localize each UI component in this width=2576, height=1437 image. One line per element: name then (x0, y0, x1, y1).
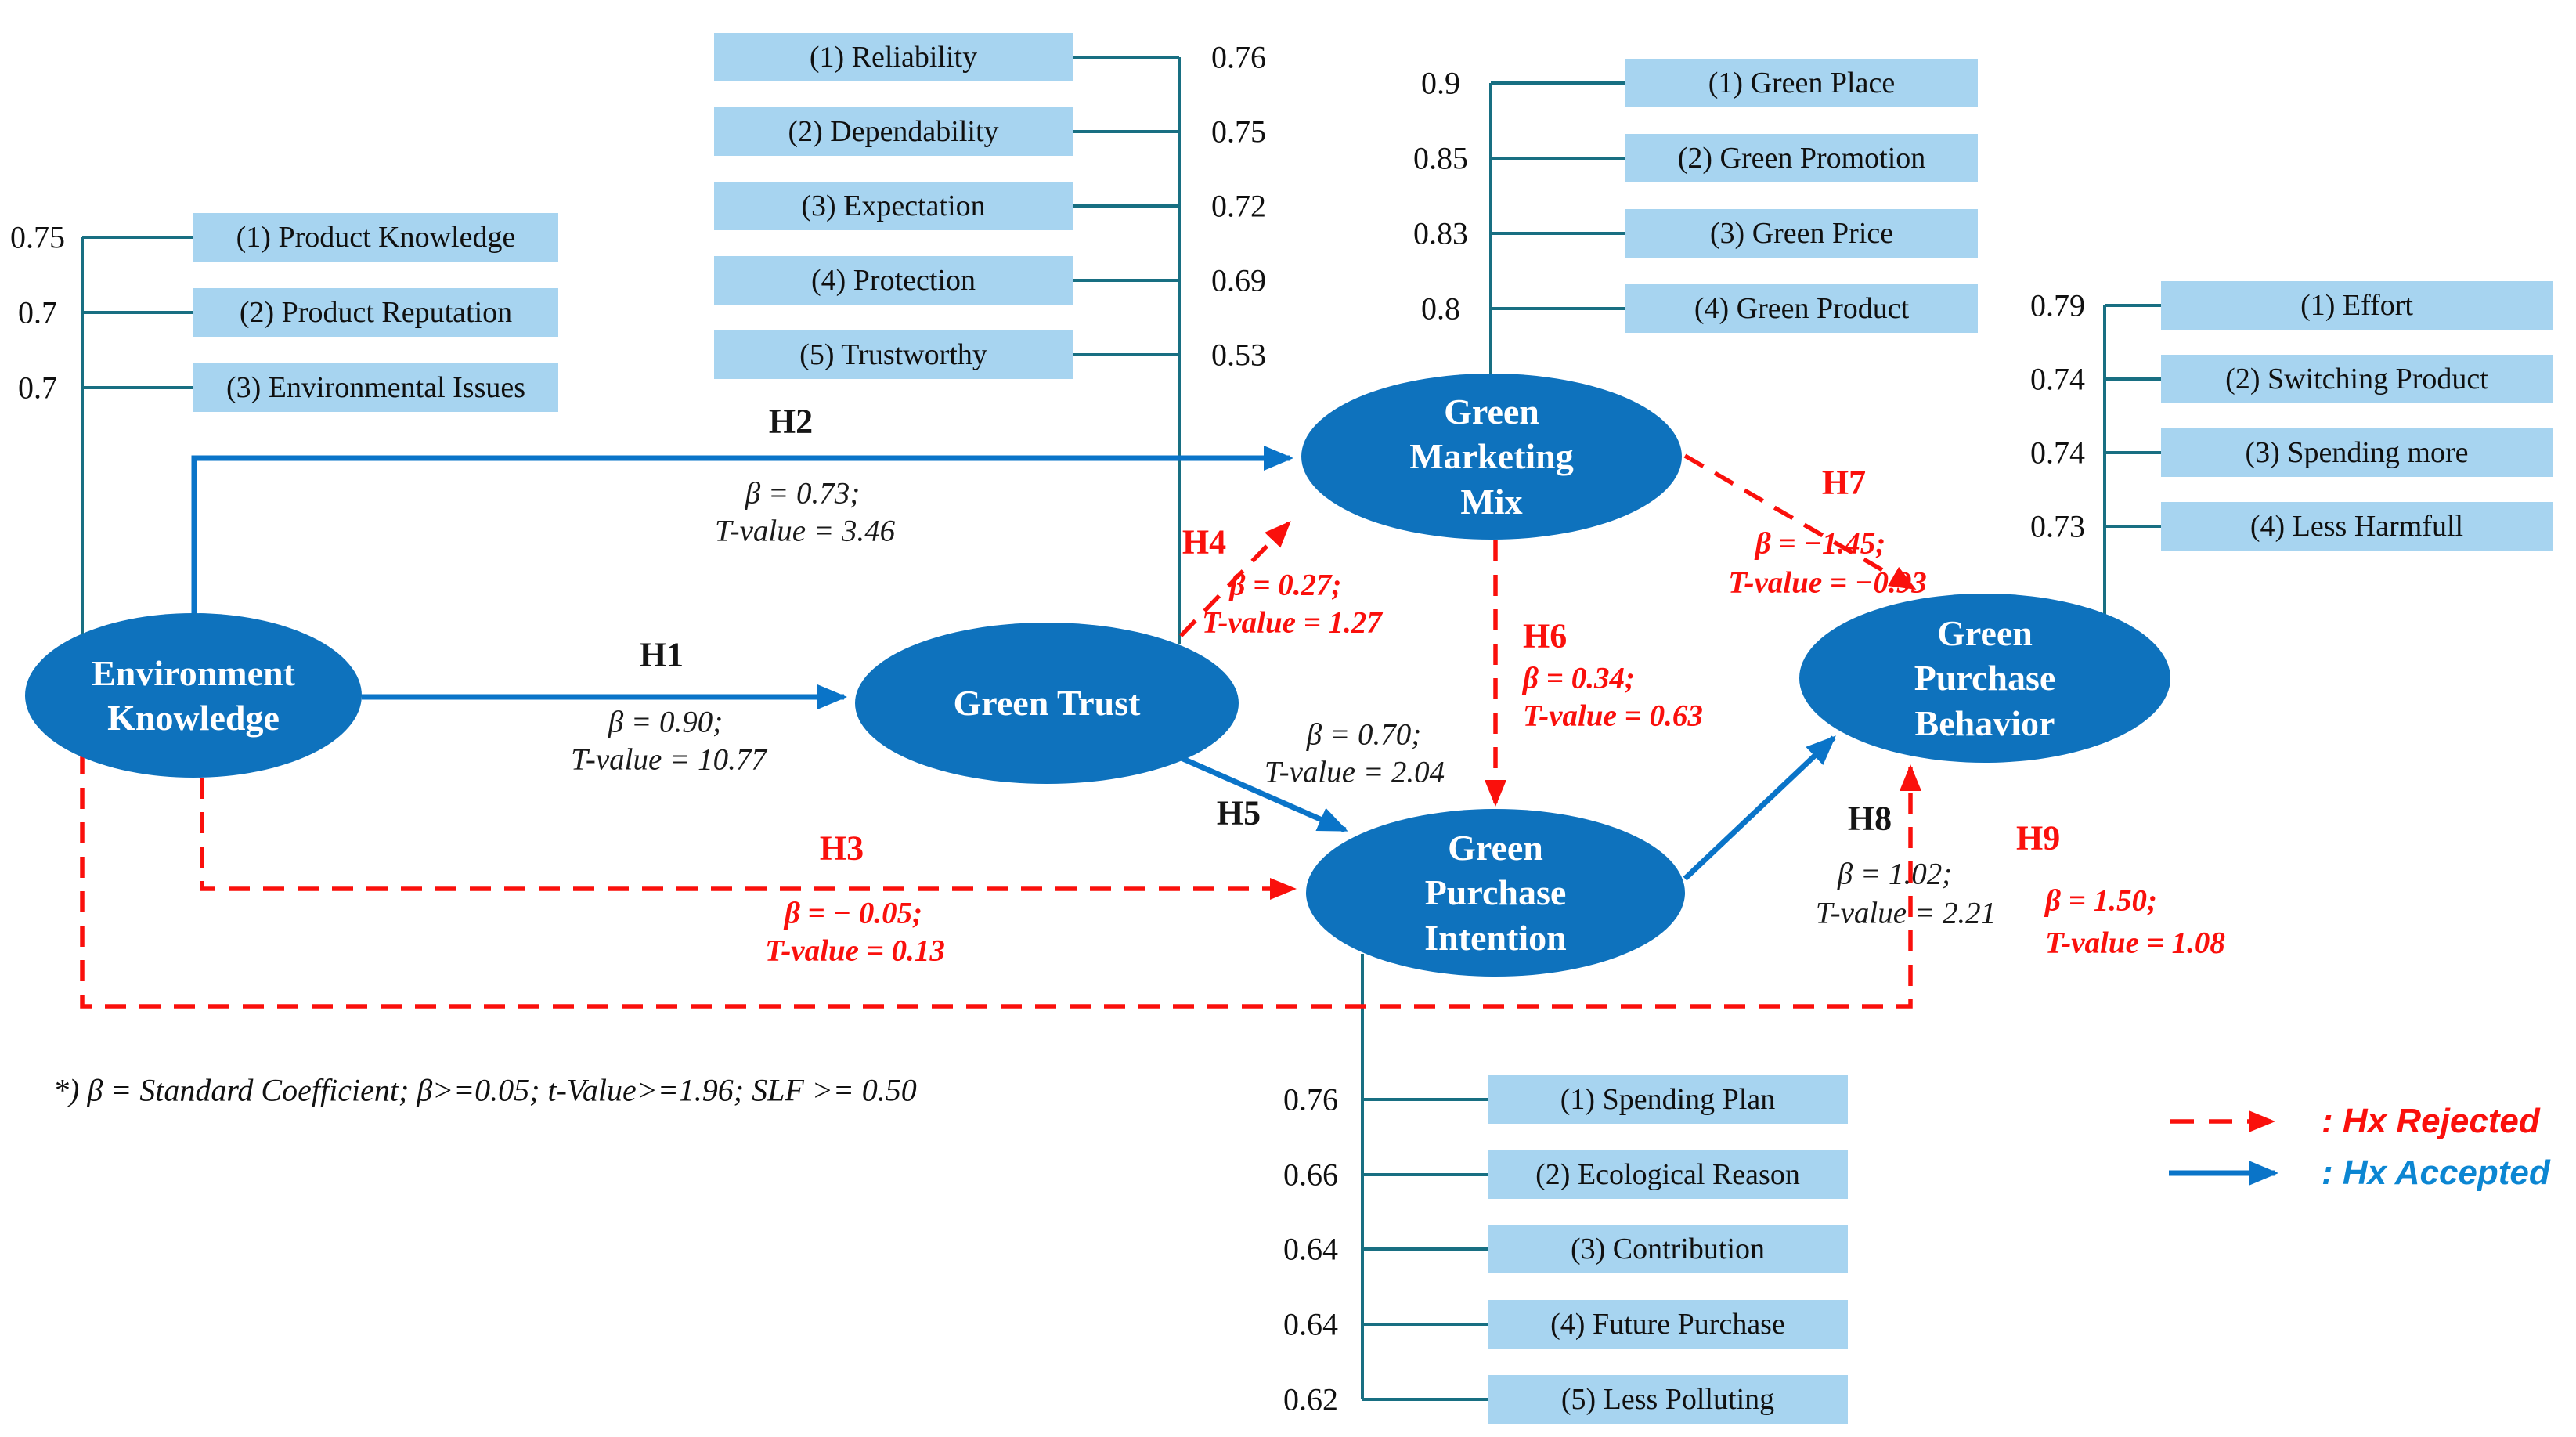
construct-green-purchase-intention: Green Purchase Intention (1306, 809, 1685, 977)
h5-label: H5 (1216, 793, 1261, 832)
h4-beta: β = 0.27; (1229, 568, 1342, 602)
loading-value: 0.9 (1421, 65, 1460, 101)
construct-green-trust: Green Trust (855, 623, 1239, 784)
construct-environment-knowledge: Environment Knowledge (25, 613, 362, 778)
h7-tvalue: T-value = −0.93 (1728, 565, 1927, 600)
indicator-box: (3) Contribution (1488, 1225, 1848, 1273)
loading-value: 0.72 (1211, 188, 1266, 224)
loading-value: 0.75 (10, 219, 65, 255)
h1-label: H1 (639, 635, 684, 674)
loading-value: 0.62 (1283, 1381, 1338, 1417)
h9-beta: β = 1.50; (2045, 883, 2157, 918)
construct-label: Green Purchase Behavior (1914, 612, 2056, 743)
loading-value: 0.7 (18, 370, 57, 406)
loading-value: 0.76 (1211, 39, 1266, 75)
indicator-box: (3) Green Price (1625, 209, 1978, 258)
legend-accepted-label: : Hx Accepted (2322, 1154, 2550, 1192)
indicator-box: (2) Green Promotion (1625, 134, 1978, 182)
indicator-box: (4) Future Purchase (1488, 1300, 1848, 1349)
indicator-box: (2) Ecological Reason (1488, 1150, 1848, 1199)
construct-green-purchase-behavior: Green Purchase Behavior (1799, 594, 2170, 763)
construct-label: Green Marketing Mix (1409, 391, 1574, 522)
construct-green-marketing-mix: Green Marketing Mix (1301, 374, 1682, 540)
indicator-box: (3) Spending more (2161, 428, 2553, 477)
construct-label: Green Purchase Intention (1424, 827, 1567, 958)
h5-tvalue: T-value = 2.04 (1264, 755, 1445, 789)
indicator-box: (4) Protection (714, 256, 1073, 305)
construct-label: Environment Knowledge (92, 652, 295, 738)
loading-value: 0.66 (1283, 1157, 1338, 1193)
loading-value: 0.83 (1413, 215, 1468, 251)
indicator-box: (1) Spending Plan (1488, 1075, 1848, 1124)
indicator-box: (1) Green Place (1625, 59, 1978, 107)
indicator-box: (4) Green Product (1625, 284, 1978, 333)
legend-rejected-label: : Hx Rejected (2322, 1102, 2540, 1140)
h8-path (1683, 735, 1836, 881)
h2-path (191, 446, 1293, 626)
h3-path (200, 778, 1297, 900)
footnote: *) β = Standard Coefficient; β>=0.05; t-… (53, 1072, 917, 1108)
gpb-indicator-bracket (2103, 304, 2161, 620)
loading-value: 0.53 (1211, 337, 1266, 373)
loading-value: 0.64 (1283, 1306, 1338, 1342)
loading-value: 0.75 (1211, 114, 1266, 150)
loading-value: 0.69 (1211, 262, 1266, 298)
indicator-box: (5) Trustworthy (714, 330, 1073, 379)
h9-label: H9 (2016, 818, 2061, 858)
h1-tvalue: T-value = 10.77 (571, 742, 767, 777)
h7-label: H7 (1821, 463, 1867, 502)
h3-label: H3 (819, 829, 864, 868)
h2-beta: β = 0.73; (745, 476, 860, 511)
gpi-indicator-bracket (1361, 954, 1488, 1401)
indicator-box: (3) Environmental Issues (193, 363, 558, 412)
h7-path (1683, 453, 1917, 590)
h8-tvalue: T-value = 2.21 (1815, 896, 1997, 930)
h9-tvalue: T-value = 1.08 (2045, 926, 2225, 960)
loading-value: 0.74 (2030, 435, 2085, 471)
h8-beta: β = 1.02; (1837, 857, 1953, 891)
gt-indicator-bracket (1073, 56, 1181, 644)
indicator-box: (1) Effort (2161, 281, 2553, 330)
h6-label: H6 (1523, 616, 1568, 655)
h4-path (1179, 521, 1291, 637)
indicator-box: (2) Switching Product (2161, 355, 2553, 403)
h8-label: H8 (1847, 799, 1892, 838)
loading-value: 0.85 (1413, 140, 1468, 176)
h1-beta: β = 0.90; (608, 705, 723, 739)
loading-value: 0.73 (2030, 508, 2085, 544)
h7-beta: β = −1.45; (1755, 526, 1886, 561)
indicator-box: (1) Product Knowledge (193, 213, 558, 262)
h2-tvalue: T-value = 3.46 (714, 514, 896, 548)
indicator-box: (2) Dependability (714, 107, 1073, 156)
loading-value: 0.79 (2030, 287, 2085, 323)
ek-indicator-bracket (81, 236, 193, 634)
loading-value: 0.76 (1283, 1081, 1338, 1117)
loading-value: 0.74 (2030, 361, 2085, 397)
h5-beta: β = 0.70; (1306, 717, 1422, 752)
gmm-indicator-bracket (1489, 81, 1625, 376)
loading-value: 0.64 (1283, 1231, 1338, 1267)
indicator-box: (2) Product Reputation (193, 288, 558, 337)
h4-label: H4 (1182, 522, 1227, 561)
h6-tvalue: T-value = 0.63 (1523, 699, 1703, 733)
h3-beta: β = − 0.05; (784, 896, 923, 930)
loading-value: 0.7 (18, 294, 57, 330)
indicator-box: (5) Less Polluting (1488, 1375, 1848, 1424)
h5-path (1169, 750, 1348, 833)
h2-label: H2 (768, 402, 814, 441)
construct-label: Green Trust (953, 683, 1141, 724)
loading-value: 0.8 (1421, 291, 1460, 327)
h3-tvalue: T-value = 0.13 (765, 933, 945, 968)
indicator-box: (4) Less Harmfull (2161, 502, 2553, 551)
h6-beta: β = 0.34; (1523, 661, 1635, 695)
h4-tvalue: T-value = 1.27 (1202, 605, 1382, 640)
indicator-box: (3) Expectation (714, 182, 1073, 230)
indicator-box: (1) Reliability (714, 33, 1073, 81)
